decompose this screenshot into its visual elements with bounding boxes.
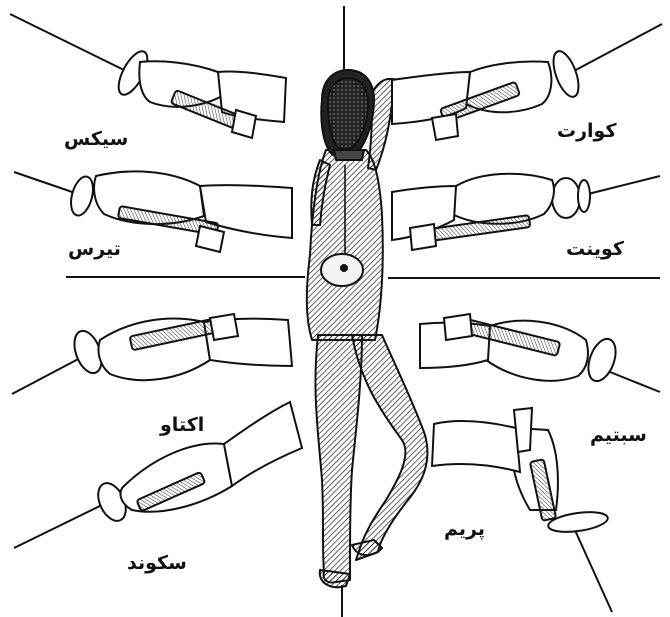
label-sixte: سیکس <box>64 130 128 149</box>
quarte-hand-drawing <box>392 24 662 140</box>
fencer-figure <box>307 70 428 587</box>
label-septime: سبتیم <box>590 426 647 445</box>
label-quinte: کوینت <box>566 240 624 259</box>
seconde-hand-drawing <box>14 402 302 548</box>
label-quarte: کوارت <box>557 122 617 141</box>
label-tierce: تیرس <box>68 240 121 259</box>
tierce-hand-drawing <box>14 171 292 252</box>
label-prime: پریم <box>444 520 485 539</box>
prime-hand-drawing <box>432 408 612 612</box>
sixte-hand-drawing <box>10 14 286 138</box>
label-seconde: سکوند <box>127 554 187 573</box>
octave-hand-drawing <box>12 314 292 394</box>
septime-hand-drawing <box>420 314 660 392</box>
label-octave: اکتاو <box>160 416 204 435</box>
